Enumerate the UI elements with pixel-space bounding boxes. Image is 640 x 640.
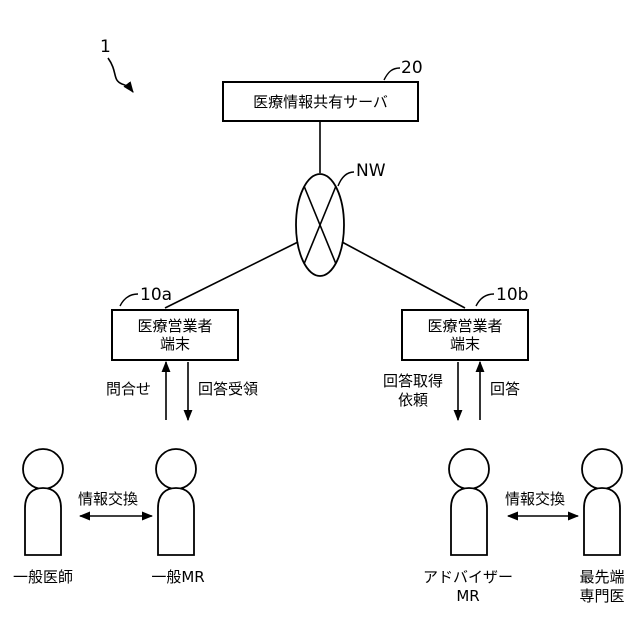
- advisor-mr-figure: [449, 449, 489, 555]
- network-ref-leader: [338, 172, 354, 186]
- server-ref-leader: [384, 68, 400, 80]
- answer-receipt-label: 回答受領: [198, 380, 258, 398]
- advisor-mr-label-line2: MR: [456, 587, 479, 605]
- figure-number: 1: [100, 38, 111, 56]
- figure-pointer-arrow: [108, 58, 133, 92]
- network-terminal-a-link: [165, 242, 298, 308]
- server-box: 医療情報共有サーバ: [222, 81, 419, 122]
- terminal-a-line2: 端末: [160, 335, 190, 353]
- general-mr-label: 一般MR: [151, 568, 204, 586]
- general-doctor-label: 一般医師: [13, 568, 73, 586]
- terminal-b-line2: 端末: [450, 335, 480, 353]
- server-ref: 20: [401, 59, 423, 77]
- terminal-a-line1: 医療営業者: [137, 317, 212, 335]
- general-doctor-figure: [23, 449, 63, 555]
- terminal-a-ref: 10a: [140, 286, 172, 304]
- terminal-b-box: 医療営業者 端末: [401, 309, 529, 361]
- terminal-b-ref: 10b: [496, 286, 528, 304]
- network-terminal-b-link: [342, 242, 465, 308]
- terminal-a-ref-leader: [120, 294, 138, 306]
- specialist-figure: [582, 449, 622, 555]
- left-exchange-label: 情報交換: [78, 490, 138, 508]
- answer-request-label-line2: 依頼: [398, 391, 428, 409]
- specialist-label-line1: 最先端: [579, 568, 624, 586]
- advisor-mr-label-line1: アドバイザー: [423, 568, 513, 586]
- right-exchange-label: 情報交換: [505, 490, 565, 508]
- answer-label: 回答: [490, 380, 520, 398]
- server-label: 医療情報共有サーバ: [253, 93, 388, 111]
- terminal-b-ref-leader: [476, 294, 494, 306]
- terminal-a-box: 医療営業者 端末: [111, 309, 239, 361]
- terminal-b-line1: 医療営業者: [427, 317, 502, 335]
- network-node: [296, 174, 344, 276]
- answer-request-label-line1: 回答取得: [383, 372, 443, 390]
- inquiry-label: 問合せ: [106, 380, 151, 398]
- general-mr-figure: [156, 449, 196, 555]
- network-ref: NW: [356, 162, 386, 180]
- specialist-label-line2: 専門医: [579, 587, 624, 605]
